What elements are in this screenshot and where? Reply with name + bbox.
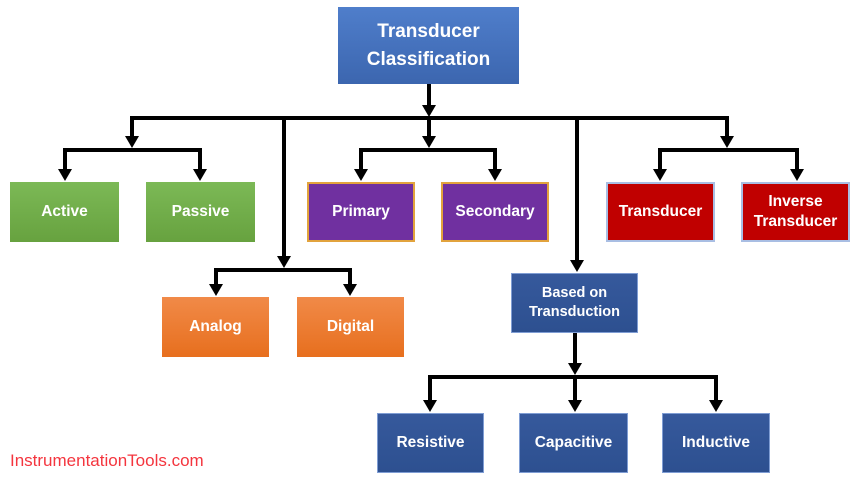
node-capacitive: Capacitive <box>519 413 628 473</box>
node-passive: Passive <box>146 182 255 242</box>
node-analog: Analog <box>162 297 269 357</box>
node-based-on-transduction: Based on Transduction <box>511 273 638 333</box>
node-transducer: Transducer <box>606 182 715 242</box>
node-primary: Primary <box>307 182 415 242</box>
node-resistive: Resistive <box>377 413 484 473</box>
node-root: Transducer Classification <box>338 7 519 84</box>
node-inverse-transducer: Inverse Transducer <box>741 182 850 242</box>
node-secondary: Secondary <box>441 182 549 242</box>
node-inductive: Inductive <box>662 413 770 473</box>
node-digital: Digital <box>297 297 404 357</box>
watermark-text: InstrumentationTools.com <box>10 451 204 470</box>
node-active: Active <box>10 182 119 242</box>
